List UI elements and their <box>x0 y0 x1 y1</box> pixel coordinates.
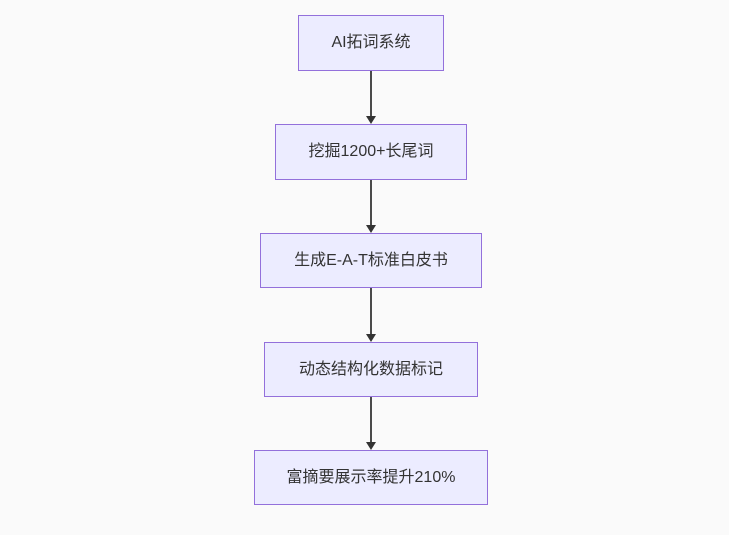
flowchart-edge-4 <box>366 397 376 450</box>
arrow-line <box>370 397 372 442</box>
flowchart-node-ai-system: AI拓词系统 <box>298 15 444 71</box>
flowchart-edge-3 <box>366 288 376 342</box>
arrow-down-icon <box>366 225 376 233</box>
node-label-rich-snippet: 富摘要展示率提升210% <box>286 468 456 486</box>
flowchart-node-longtail-mining: 挖掘1200+长尾词 <box>275 124 467 180</box>
node-label-eat-whitepaper: 生成E-A-T标准白皮书 <box>294 251 448 269</box>
arrow-down-icon <box>366 442 376 450</box>
flowchart-edge-1 <box>366 71 376 124</box>
flowchart-node-eat-whitepaper: 生成E-A-T标准白皮书 <box>260 233 482 288</box>
arrow-down-icon <box>366 116 376 124</box>
node-label-ai-system: AI拓词系统 <box>331 34 411 51</box>
flowchart-node-rich-snippet: 富摘要展示率提升210% <box>254 450 488 505</box>
arrow-down-icon <box>366 334 376 342</box>
arrow-line <box>370 71 372 116</box>
node-label-longtail-mining: 挖掘1200+长尾词 <box>308 143 434 160</box>
arrow-line <box>370 180 372 225</box>
arrow-line <box>370 288 372 334</box>
flowchart-node-structured-data: 动态结构化数据标记 <box>264 342 478 397</box>
node-label-structured-data: 动态结构化数据标记 <box>298 360 443 378</box>
flowchart-edge-2 <box>366 180 376 233</box>
